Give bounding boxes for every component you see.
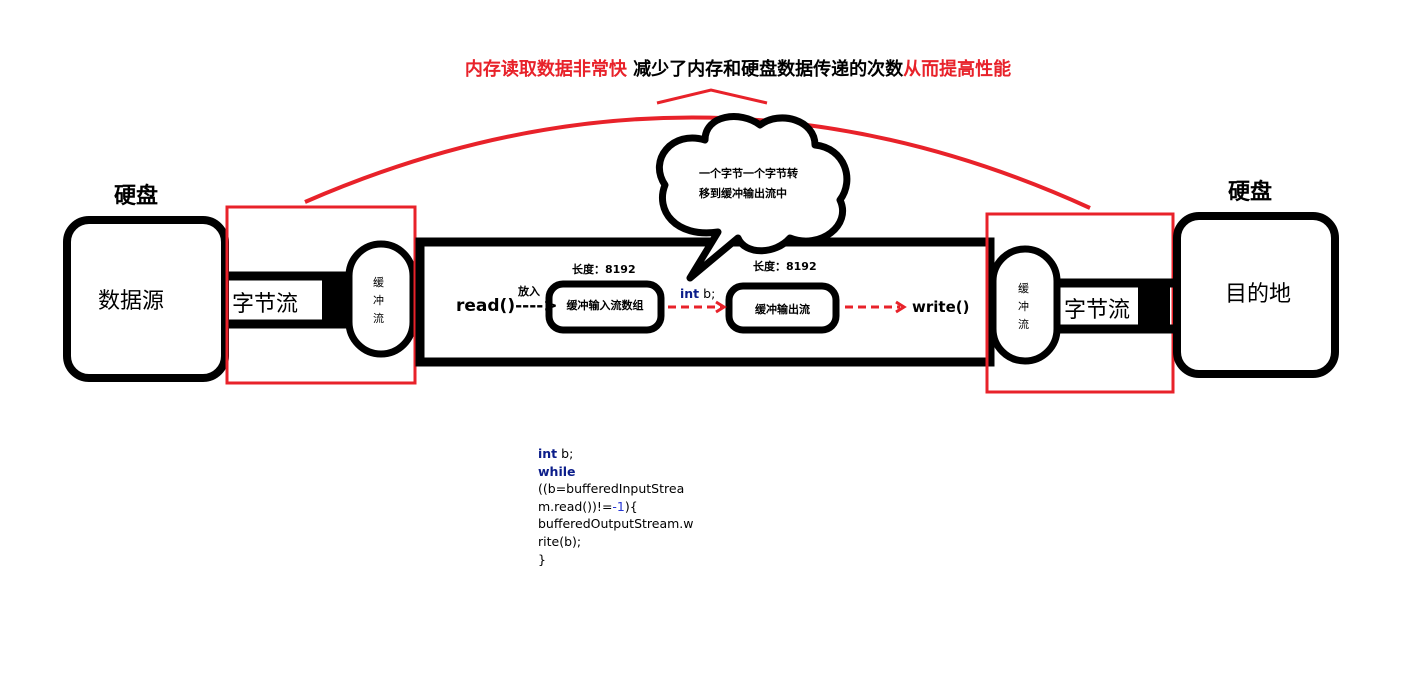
bubble-line-1: 一个字节一个字节转 xyxy=(699,167,798,180)
left-disk-box xyxy=(63,216,229,382)
int-b-label: int b; xyxy=(680,286,715,301)
code-kw-int: int xyxy=(538,446,558,461)
right-tube-end xyxy=(1138,286,1170,326)
code-block: int b; while ((b=bufferedInputStrea m.re… xyxy=(538,445,698,568)
dashed-arrow-2-head xyxy=(895,300,907,314)
int-keyword: int xyxy=(680,286,700,301)
code-line-7: rite(b); xyxy=(538,533,582,549)
arc-peak xyxy=(656,88,768,105)
read-label: read()----> xyxy=(456,296,558,316)
right-buffer-char-3: 流 xyxy=(1018,318,1029,331)
code-line-3: ((b=bufferedInputStrea xyxy=(538,481,685,497)
code-line-4-b: ){ xyxy=(624,498,638,514)
length-right-label: 长度：8192 xyxy=(753,260,817,273)
left-byte-stream-label: 字节流 xyxy=(232,286,322,318)
right-disk-heading: 硬盘 xyxy=(1228,180,1273,205)
code-line-6: bufferedOutputStream.w xyxy=(538,516,694,532)
read-text: read() xyxy=(456,296,516,316)
int-var: b; xyxy=(699,286,716,301)
code-line-4-a: m.read())!= xyxy=(538,498,613,514)
left-disk-heading: 硬盘 xyxy=(114,184,159,209)
output-buffer-box xyxy=(725,282,840,334)
dashed-arrow-1-head xyxy=(715,300,727,314)
right-byte-stream-label: 字节流 xyxy=(1064,292,1138,324)
left-buffer-char-3: 流 xyxy=(373,312,384,325)
read-arrow: ----> xyxy=(515,296,558,316)
code-line-1: int b; xyxy=(538,445,698,463)
right-disk-box xyxy=(1173,212,1339,378)
right-buffer-pill xyxy=(989,245,1061,365)
right-buffer-char-1: 缓 xyxy=(1018,282,1029,295)
destination-label: 目的地 xyxy=(1225,282,1292,307)
code-line-4: m.read())!=-1){ xyxy=(538,498,698,516)
write-label: write() xyxy=(912,298,970,316)
put-in-label: 放入 xyxy=(518,285,540,298)
title-part-1: 内存读取数据非常快 xyxy=(464,59,627,80)
bubble-line-2: 移到缓冲输出流中 xyxy=(699,187,787,200)
page-title: 内存读取数据非常快 减少了内存和硬盘数据传递的次数从而提高性能 xyxy=(0,55,1416,81)
title-part-2: 减少了内存和硬盘数据传递的次数 xyxy=(626,59,904,80)
length-left-label: 长度：8192 xyxy=(572,263,636,276)
code-line-8: } xyxy=(538,551,546,567)
code-kw-while: while xyxy=(538,463,576,479)
data-source-label: 数据源 xyxy=(98,289,165,314)
right-buffer-char-2: 冲 xyxy=(1018,300,1029,313)
left-buffer-char-2: 冲 xyxy=(373,294,384,307)
code-line-1-rest: b; xyxy=(557,446,574,461)
left-red-frame xyxy=(225,205,417,385)
thought-cloud xyxy=(656,113,851,282)
output-buffer-label: 缓冲输出流 xyxy=(755,303,810,316)
left-buffer-pill xyxy=(345,240,417,358)
title-part-3: 从而提高性能 xyxy=(903,59,1012,80)
left-buffer-char-1: 缓 xyxy=(373,276,384,289)
arc-connector xyxy=(304,115,1091,210)
input-array-label: 缓冲输入流数组 xyxy=(566,299,644,312)
input-array-box xyxy=(545,280,665,334)
code-line-4-num: -1 xyxy=(612,498,625,514)
